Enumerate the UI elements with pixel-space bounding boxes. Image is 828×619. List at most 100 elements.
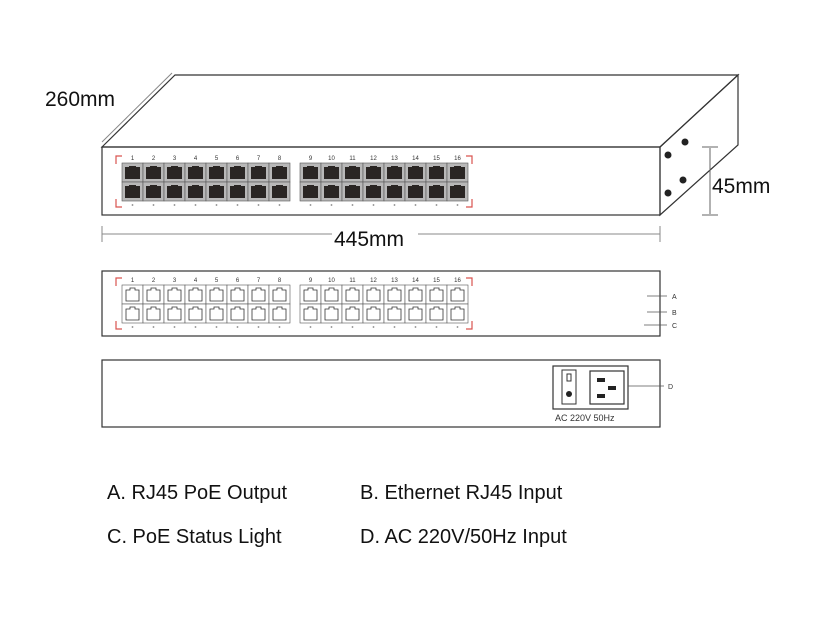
poe-status-led: [278, 326, 281, 328]
callout-c: C: [672, 323, 677, 330]
rj45-jack-icon: [366, 306, 381, 321]
port-number: 2: [152, 278, 156, 284]
rj45-jack-icon: [272, 166, 287, 179]
port-number: 10: [328, 156, 335, 162]
rj45-jack-icon: [345, 185, 360, 198]
rj45-jack-icon: [450, 185, 465, 198]
callout-b: B: [672, 310, 677, 317]
poe-status-led: [131, 326, 134, 328]
rj45-jack-icon: [188, 306, 203, 321]
port-number: 3: [173, 278, 177, 284]
switch-indicator-icon: [566, 373, 572, 382]
rj45-jack-icon: [146, 166, 161, 179]
legend-a: A. RJ45 PoE Output: [107, 482, 288, 504]
poe-status-led: [194, 204, 197, 206]
port-number: 16: [454, 278, 461, 284]
poe-status-led: [372, 326, 375, 328]
rj45-jack-icon: [450, 306, 465, 321]
front-face: [101, 146, 661, 216]
poe-status-led: [309, 326, 312, 328]
top-face: [100, 74, 740, 148]
port-number: 13: [391, 156, 398, 162]
port-number: 5: [215, 156, 219, 162]
corner-bracket: [466, 321, 473, 330]
rj45-jack-icon: [324, 306, 339, 321]
poe-status-led: [152, 204, 155, 206]
rj45-jack-icon: [146, 185, 161, 198]
poe-status-led: [351, 204, 354, 206]
port-number: 11: [349, 156, 356, 162]
callout-lines-abc: [644, 295, 667, 326]
rj45-jack-icon: [387, 306, 402, 321]
rj45-jack-icon: [366, 287, 381, 302]
rj45-jack-icon: [230, 306, 245, 321]
rj45-jack-icon: [303, 166, 318, 179]
rj45-jack-icon: [251, 166, 266, 179]
power-switch[interactable]: [561, 369, 577, 405]
poe-status-led: [194, 326, 197, 328]
port-number: 1: [131, 156, 135, 162]
rj45-jack-icon: [230, 287, 245, 302]
rj45-jack-icon: [387, 287, 402, 302]
poe-status-led: [173, 204, 176, 206]
corner-bracket: [115, 199, 122, 208]
rj45-jack-icon: [209, 306, 224, 321]
poe-status-led: [152, 326, 155, 328]
rj45-jack-icon: [408, 287, 423, 302]
side-screws: [664, 138, 689, 197]
rj45-jack-icon: [324, 185, 339, 198]
rj45-jack-icon: [272, 306, 287, 321]
poe-status-led: [393, 326, 396, 328]
port-number: 14: [412, 278, 419, 284]
rj45-jack-icon: [251, 306, 266, 321]
rj45-jack-icon: [167, 287, 182, 302]
port-number: 4: [194, 278, 198, 284]
ac-socket: [589, 370, 625, 405]
rj45-jack-icon: [366, 166, 381, 179]
height-dimension: [702, 146, 718, 216]
port-number: 9: [309, 278, 313, 284]
front-panel: [101, 270, 661, 337]
rj45-jack-icon: [429, 166, 444, 179]
port-number: 8: [278, 278, 282, 284]
rj45-jack-icon: [167, 306, 182, 321]
rj45-jack-icon: [209, 166, 224, 179]
port-number: 8: [278, 156, 282, 162]
port-number: 1: [131, 278, 135, 284]
rj45-jack-icon: [450, 166, 465, 179]
back-panel: [101, 359, 661, 428]
rj45-jack-icon: [366, 185, 381, 198]
poe-status-led: [309, 204, 312, 206]
rj45-jack-icon: [303, 306, 318, 321]
poe-status-led: [372, 204, 375, 206]
port-number: 7: [257, 156, 261, 162]
poe-status-led: [257, 326, 260, 328]
rj45-jack-icon: [387, 185, 402, 198]
poe-status-led: [173, 326, 176, 328]
poe-status-led: [414, 204, 417, 206]
rj45-jack-icon: [345, 166, 360, 179]
port-number: 6: [236, 278, 240, 284]
port-number: 6: [236, 156, 240, 162]
poe-status-led: [393, 204, 396, 206]
rj45-jack-icon: [230, 185, 245, 198]
switch-3d-view: [100, 73, 740, 217]
poe-status-led: [414, 326, 417, 328]
port-number: 15: [433, 278, 440, 284]
poe-status-led: [456, 326, 459, 328]
rj45-jack-icon: [167, 185, 182, 198]
port-number: 16: [454, 156, 461, 162]
poe-status-led: [257, 204, 260, 206]
width-dimension: [101, 226, 661, 242]
poe-status-led: [236, 204, 239, 206]
width-label: 445mm: [334, 228, 404, 251]
poe-status-led: [435, 326, 438, 328]
corner-bracket: [466, 199, 473, 208]
rj45-jack-icon: [303, 287, 318, 302]
port-number: 15: [433, 156, 440, 162]
corner-bracket: [115, 155, 122, 164]
poe-status-led: [215, 204, 218, 206]
corner-bracket: [466, 277, 473, 286]
